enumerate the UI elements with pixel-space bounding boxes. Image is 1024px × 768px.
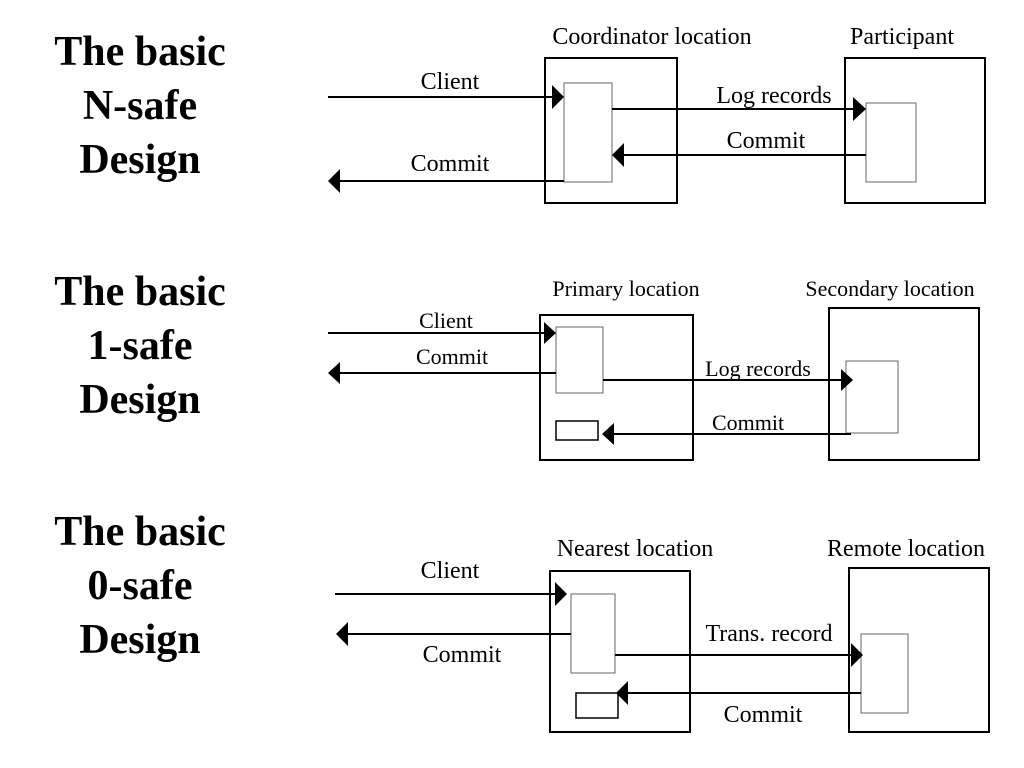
participant-commit-label: Commit: [727, 128, 806, 154]
title-line: 0-safe: [87, 563, 193, 609]
secondary-commit-label: Commit: [712, 410, 784, 435]
title-line: The basic: [54, 269, 226, 315]
client-label: Client: [419, 308, 473, 333]
participant-label: Participant: [850, 24, 954, 50]
participant-box: [844, 57, 986, 204]
title-line: 1-safe: [87, 323, 193, 369]
primary-location-box: [539, 314, 694, 461]
0-safe-diagram: Nearest location Remote location Client …: [335, 536, 990, 733]
title-line: N-safe: [82, 83, 198, 129]
secondary-location-label: Secondary location: [805, 276, 974, 301]
title-line: Design: [79, 137, 201, 183]
title-0-safe: The basic 0-safe Design: [40, 505, 240, 667]
secondary-process: [845, 360, 899, 434]
remote-process: [860, 633, 909, 714]
arrowhead-right: [841, 369, 853, 391]
remote-commit-label: Commit: [724, 702, 803, 728]
title-line: The basic: [54, 509, 226, 555]
arrowhead-left: [612, 143, 624, 167]
remote-location-box: [848, 567, 990, 733]
primary-location-label: Primary location: [552, 276, 699, 301]
participant-process: [865, 102, 917, 183]
commit-label: Commit: [423, 642, 502, 668]
client-label: Client: [421, 558, 480, 584]
commit-label: Commit: [416, 344, 488, 369]
1-safe-diagram: Primary location Secondary location Clie…: [328, 276, 980, 461]
nearest-log-buffer: [575, 692, 619, 719]
arrowhead-right: [853, 97, 866, 121]
title-line: Design: [79, 617, 201, 663]
arrowhead-left: [328, 362, 340, 384]
log-records-label: Log records: [705, 356, 811, 381]
primary-log-buffer: [555, 420, 599, 441]
remote-location-label: Remote location: [827, 536, 985, 562]
n-safe-diagram: Coordinator location Participant Client …: [328, 24, 986, 204]
coordinator-location-label: Coordinator location: [552, 24, 751, 50]
arrowhead-left: [328, 169, 340, 193]
title-line: Design: [79, 377, 201, 423]
commit-label: Commit: [411, 151, 490, 177]
nearest-location-label: Nearest location: [557, 536, 714, 562]
arrowhead-right: [555, 582, 567, 606]
nearest-process: [570, 593, 616, 674]
client-label: Client: [421, 69, 480, 95]
arrowhead-left: [336, 622, 348, 646]
arrowhead-right: [552, 85, 564, 109]
arrowhead-right: [851, 643, 863, 667]
primary-process: [555, 326, 604, 394]
coordinator-location-box: [544, 57, 678, 204]
trans-record-label: Trans. record: [705, 621, 832, 647]
secondary-location-box: [828, 307, 980, 461]
arrowhead-right: [544, 322, 556, 344]
nearest-location-box: [549, 570, 691, 733]
log-records-label: Log records: [716, 83, 831, 109]
coordinator-process: [563, 82, 613, 183]
arrowhead-left: [602, 423, 614, 445]
title-line: The basic: [54, 29, 226, 75]
title-n-safe: The basic N-safe Design: [40, 25, 240, 187]
title-1-safe: The basic 1-safe Design: [40, 265, 240, 427]
arrowhead-left: [616, 681, 628, 705]
